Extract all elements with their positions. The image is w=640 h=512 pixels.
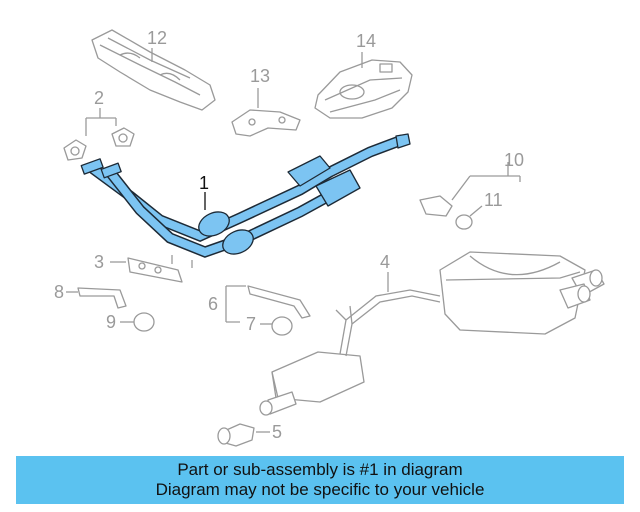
rear-exhaust-part-4: [259, 251, 605, 416]
leader-6: [225, 285, 246, 323]
isolator-part-7: [271, 316, 293, 336]
callout-2: 2: [94, 88, 104, 108]
gasket-part-3: [127, 257, 183, 283]
isolator-part-9: [133, 312, 155, 332]
callout-9: 9: [106, 312, 116, 332]
isolator-part-11: [455, 214, 473, 230]
exhaust-parts-diagram: 12 14 13 2: [54, 28, 605, 447]
callout-10: 10: [504, 150, 524, 170]
heat-shield-part-12: [91, 29, 216, 111]
info-banner: Part or sub-assembly is #1 in diagram Di…: [16, 456, 624, 504]
callout-1: 1: [199, 173, 209, 193]
exhaust-assembly-part-1: [80, 133, 411, 268]
gaskets-part-2: [63, 127, 135, 161]
hanger-part-10: [419, 195, 453, 217]
callout-5: 5: [272, 422, 282, 442]
banner-line-1: Part or sub-assembly is #1 in diagram: [177, 460, 463, 479]
callout-11: 11: [484, 190, 503, 210]
bracket-part-8: [77, 287, 127, 309]
callout-6: 6: [208, 294, 218, 314]
callout-14: 14: [356, 31, 376, 51]
heat-shield-part-14: [314, 59, 413, 119]
callout-4: 4: [380, 252, 390, 272]
callout-8: 8: [54, 282, 64, 302]
callout-7: 7: [246, 314, 256, 334]
bracket-part-6: [247, 285, 311, 319]
leader-11: [469, 205, 483, 217]
callout-12: 12: [147, 28, 167, 48]
leader-2: [85, 108, 117, 136]
callout-13: 13: [250, 66, 270, 86]
bracket-part-13: [231, 109, 301, 137]
banner-line-2: Diagram may not be specific to your vehi…: [155, 480, 485, 499]
callout-3: 3: [94, 252, 104, 272]
leader-10: [451, 162, 521, 201]
clamp-part-5: [217, 423, 255, 447]
